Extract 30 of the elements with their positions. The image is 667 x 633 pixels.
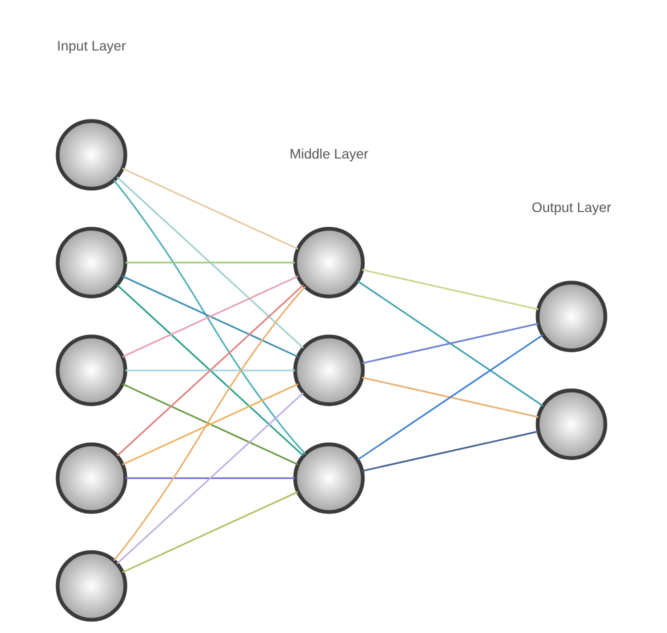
label: Middle Layer — [289, 146, 368, 162]
connector — [122, 383, 298, 466]
connector — [356, 280, 543, 407]
node-circle — [535, 280, 607, 352]
node-circle — [55, 119, 127, 191]
connector — [356, 334, 543, 460]
node-circle — [292, 442, 364, 514]
node-circle — [55, 226, 127, 298]
connector — [112, 180, 306, 455]
connector — [361, 268, 538, 310]
node-circle — [55, 550, 127, 622]
node-circle — [55, 442, 127, 514]
connector — [116, 176, 304, 349]
connector — [124, 477, 294, 479]
label: Input Layer — [56, 38, 126, 54]
connector — [361, 322, 538, 364]
connector — [122, 491, 298, 574]
connector — [124, 370, 294, 372]
node-circle — [292, 334, 364, 406]
connector — [116, 392, 304, 564]
node-circle — [292, 226, 364, 298]
label: Output Layer — [531, 200, 611, 216]
connector — [122, 168, 298, 250]
connector — [361, 376, 538, 418]
node-circle — [535, 388, 607, 460]
connector — [112, 286, 306, 562]
connector — [122, 276, 298, 358]
connector — [124, 262, 294, 264]
connector — [361, 430, 538, 472]
node-circle — [55, 334, 127, 406]
